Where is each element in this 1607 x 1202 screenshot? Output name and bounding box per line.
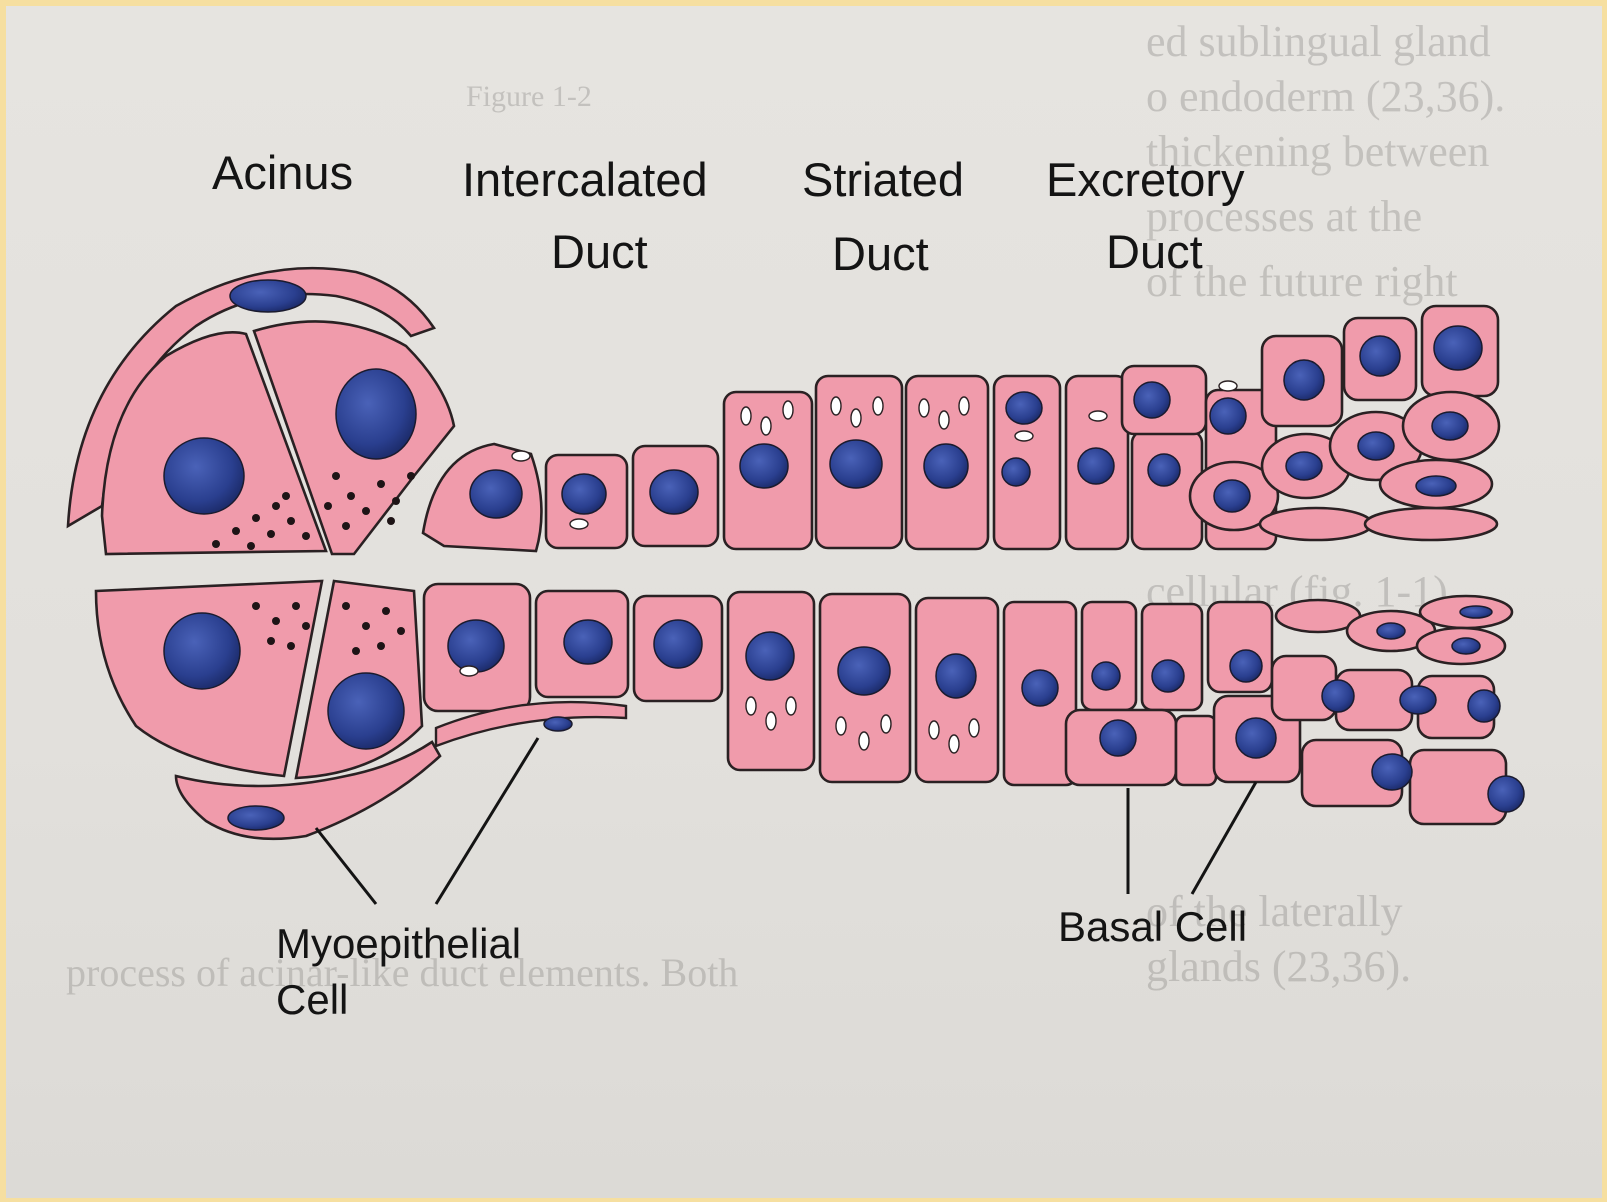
myoepithelial-leader-1 <box>316 828 376 904</box>
basal-leader-2 <box>1192 782 1256 894</box>
acinus-cells <box>68 268 454 839</box>
callout-labels: Myoepithelial Cell Basal Cell <box>276 903 1247 1023</box>
label-intercalated: Intercalated <box>462 153 708 206</box>
salivary-gland-diagram: Figure 1-2 ed sublingual gland o endoder… <box>6 6 1602 1198</box>
label-excretory: Excretory <box>1046 153 1245 206</box>
label-acinus: Acinus <box>212 146 353 199</box>
label-excretory-duct: Duct <box>1106 225 1203 278</box>
callout-myoepithelial: Myoepithelial <box>276 920 521 967</box>
section-labels: Acinus Intercalated Duct Striated Duct E… <box>212 146 1245 280</box>
svg-text:o endoderm (23,36).: o endoderm (23,36). <box>1146 72 1505 121</box>
label-striated: Striated <box>802 153 964 206</box>
callout-basal-cell: Basal Cell <box>1058 903 1247 950</box>
figure-photo: Figure 1-2 ed sublingual gland o endoder… <box>6 6 1602 1198</box>
label-striated-duct: Duct <box>832 227 929 280</box>
label-intercalated-duct: Duct <box>551 225 648 278</box>
svg-text:ed sublingual gland: ed sublingual gland <box>1146 17 1491 66</box>
myoepithelial-leader-2 <box>436 738 538 904</box>
svg-text:Figure 1-2: Figure 1-2 <box>466 80 592 113</box>
callout-myoepithelial-cell: Cell <box>276 976 348 1023</box>
